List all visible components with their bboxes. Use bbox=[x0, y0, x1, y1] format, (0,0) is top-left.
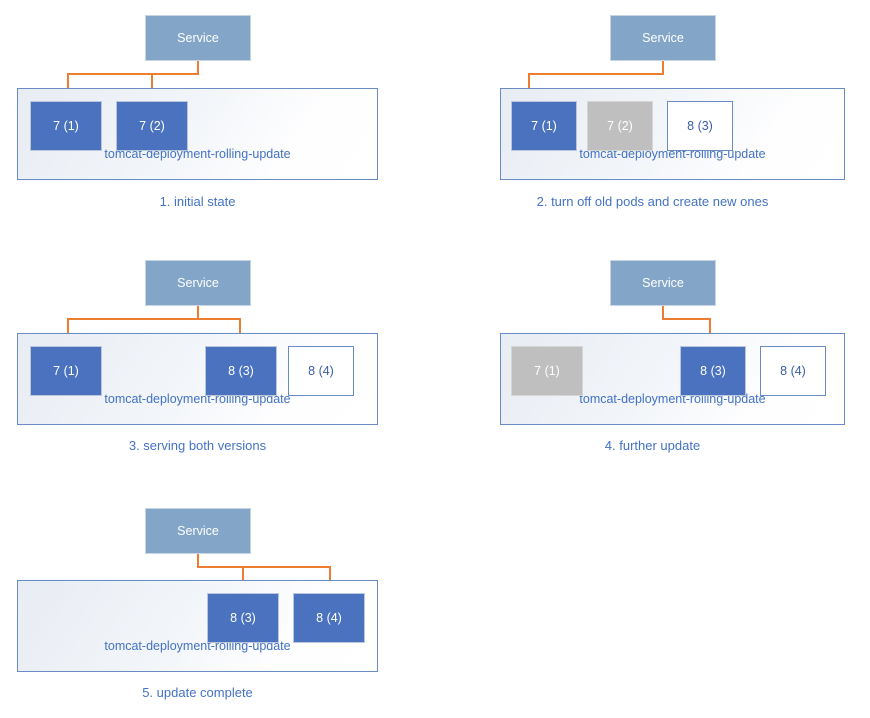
step-caption: 2. turn off old pods and create new ones bbox=[536, 194, 769, 209]
step-panel-1: Service tomcat-deployment-rolling-update… bbox=[0, 0, 435, 240]
pod-box[interactable]: 8 (4) bbox=[760, 346, 826, 396]
service-box[interactable]: Service bbox=[145, 508, 251, 554]
pod-box[interactable]: 8 (3) bbox=[205, 346, 277, 396]
step-caption: 1. initial state bbox=[159, 194, 236, 209]
pod-label: 8 (4) bbox=[780, 364, 806, 378]
pod-box[interactable]: 8 (4) bbox=[293, 593, 365, 643]
pod-label: 8 (3) bbox=[228, 364, 254, 378]
service-box[interactable]: Service bbox=[610, 260, 716, 306]
pod-box[interactable]: 7 (1) bbox=[30, 346, 102, 396]
pod-box[interactable]: 7 (1) bbox=[511, 346, 583, 396]
pod-label: 7 (2) bbox=[139, 119, 165, 133]
step-caption: 3. serving both versions bbox=[128, 438, 267, 453]
service-box-label: Service bbox=[177, 524, 219, 538]
service-box[interactable]: Service bbox=[610, 15, 716, 61]
pod-box[interactable]: 7 (2) bbox=[116, 101, 188, 151]
pod-box[interactable]: 8 (4) bbox=[288, 346, 354, 396]
pod-label: 8 (3) bbox=[230, 611, 256, 625]
service-box[interactable]: Service bbox=[145, 260, 251, 306]
pod-label: 7 (1) bbox=[531, 119, 557, 133]
pod-box[interactable]: 8 (3) bbox=[680, 346, 746, 396]
step-panel-4: Service tomcat-deployment-rolling-update… bbox=[435, 245, 870, 480]
step-panel-2: Service tomcat-deployment-rolling-update… bbox=[435, 0, 870, 240]
pod-label: 8 (3) bbox=[700, 364, 726, 378]
step-caption: 4. further update bbox=[604, 438, 701, 453]
pod-label: 8 (4) bbox=[308, 364, 334, 378]
pod-box[interactable]: 7 (1) bbox=[30, 101, 102, 151]
pod-box[interactable]: 8 (3) bbox=[207, 593, 279, 643]
pod-label: 7 (2) bbox=[607, 119, 633, 133]
service-box-label: Service bbox=[177, 31, 219, 45]
step-panel-3: Service tomcat-deployment-rolling-update… bbox=[0, 245, 435, 480]
pod-box[interactable]: 7 (1) bbox=[511, 101, 577, 151]
service-box-label: Service bbox=[177, 276, 219, 290]
service-box-label: Service bbox=[642, 31, 684, 45]
pod-label: 7 (1) bbox=[53, 119, 79, 133]
step-caption: 5. update complete bbox=[142, 685, 253, 700]
pod-box[interactable]: 7 (2) bbox=[587, 101, 653, 151]
pod-box[interactable]: 8 (3) bbox=[667, 101, 733, 151]
pod-label: 7 (1) bbox=[534, 364, 560, 378]
service-box-label: Service bbox=[642, 276, 684, 290]
step-panel-5: Service tomcat-deployment-rolling-update… bbox=[0, 490, 435, 718]
pod-label: 7 (1) bbox=[53, 364, 79, 378]
pod-label: 8 (4) bbox=[316, 611, 342, 625]
pod-label: 8 (3) bbox=[687, 119, 713, 133]
service-box[interactable]: Service bbox=[145, 15, 251, 61]
